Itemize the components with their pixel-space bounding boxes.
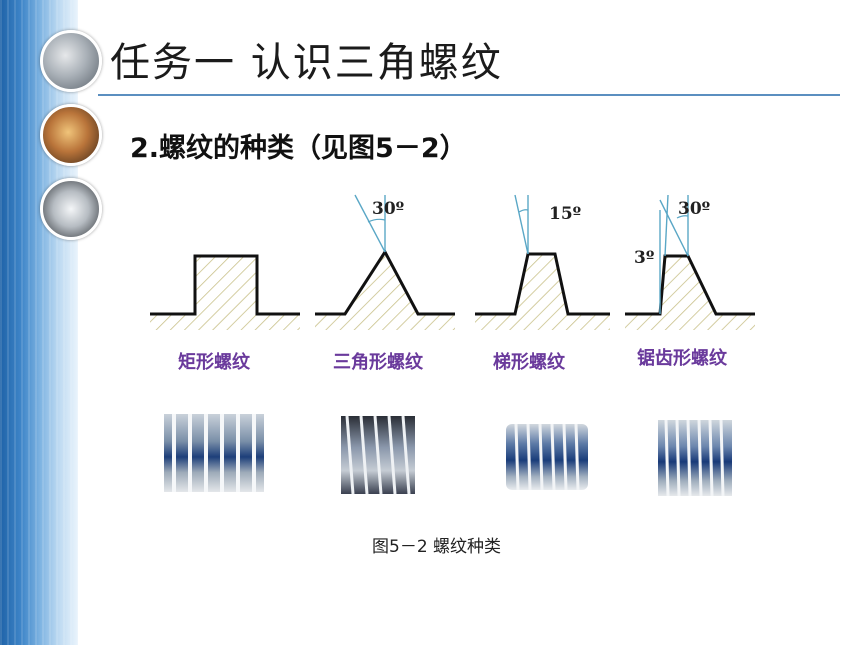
angle-label-buttress-top: 30º <box>678 199 711 219</box>
page-title: 任务一 认识三角螺纹 <box>110 40 503 86</box>
buttress-profile <box>625 194 755 330</box>
silhouette-photo-icon <box>40 178 102 240</box>
triangular-profile <box>315 194 455 330</box>
figure-caption: 图5－2 螺纹种类 <box>372 537 502 557</box>
triangular-thread-image <box>341 415 415 495</box>
trapezoidal-thread-image <box>506 423 588 491</box>
label-buttress: 锯齿形螺纹 <box>637 348 727 369</box>
gear-photo-icon <box>40 30 102 92</box>
buttress-thread-image <box>658 419 732 497</box>
rectangular-thread-image <box>164 414 264 492</box>
label-rectangular: 矩形螺纹 <box>178 352 250 373</box>
thread-profile-diagram <box>150 194 755 330</box>
label-trapezoidal: 梯形螺纹 <box>493 352 565 373</box>
label-triangular: 三角形螺纹 <box>333 352 423 373</box>
sidebar-stripes <box>0 0 78 645</box>
section-heading: 2.螺纹的种类（见图5－2） <box>130 133 467 164</box>
angle-label-triangular: 30º <box>372 199 405 219</box>
business-people-photo-icon <box>40 104 102 166</box>
angle-label-trapezoidal: 15º <box>549 204 582 224</box>
angle-label-buttress-side: 3º <box>634 248 655 268</box>
rectangular-profile <box>150 254 300 330</box>
title-divider <box>98 94 840 96</box>
trapezoidal-profile <box>475 194 610 330</box>
